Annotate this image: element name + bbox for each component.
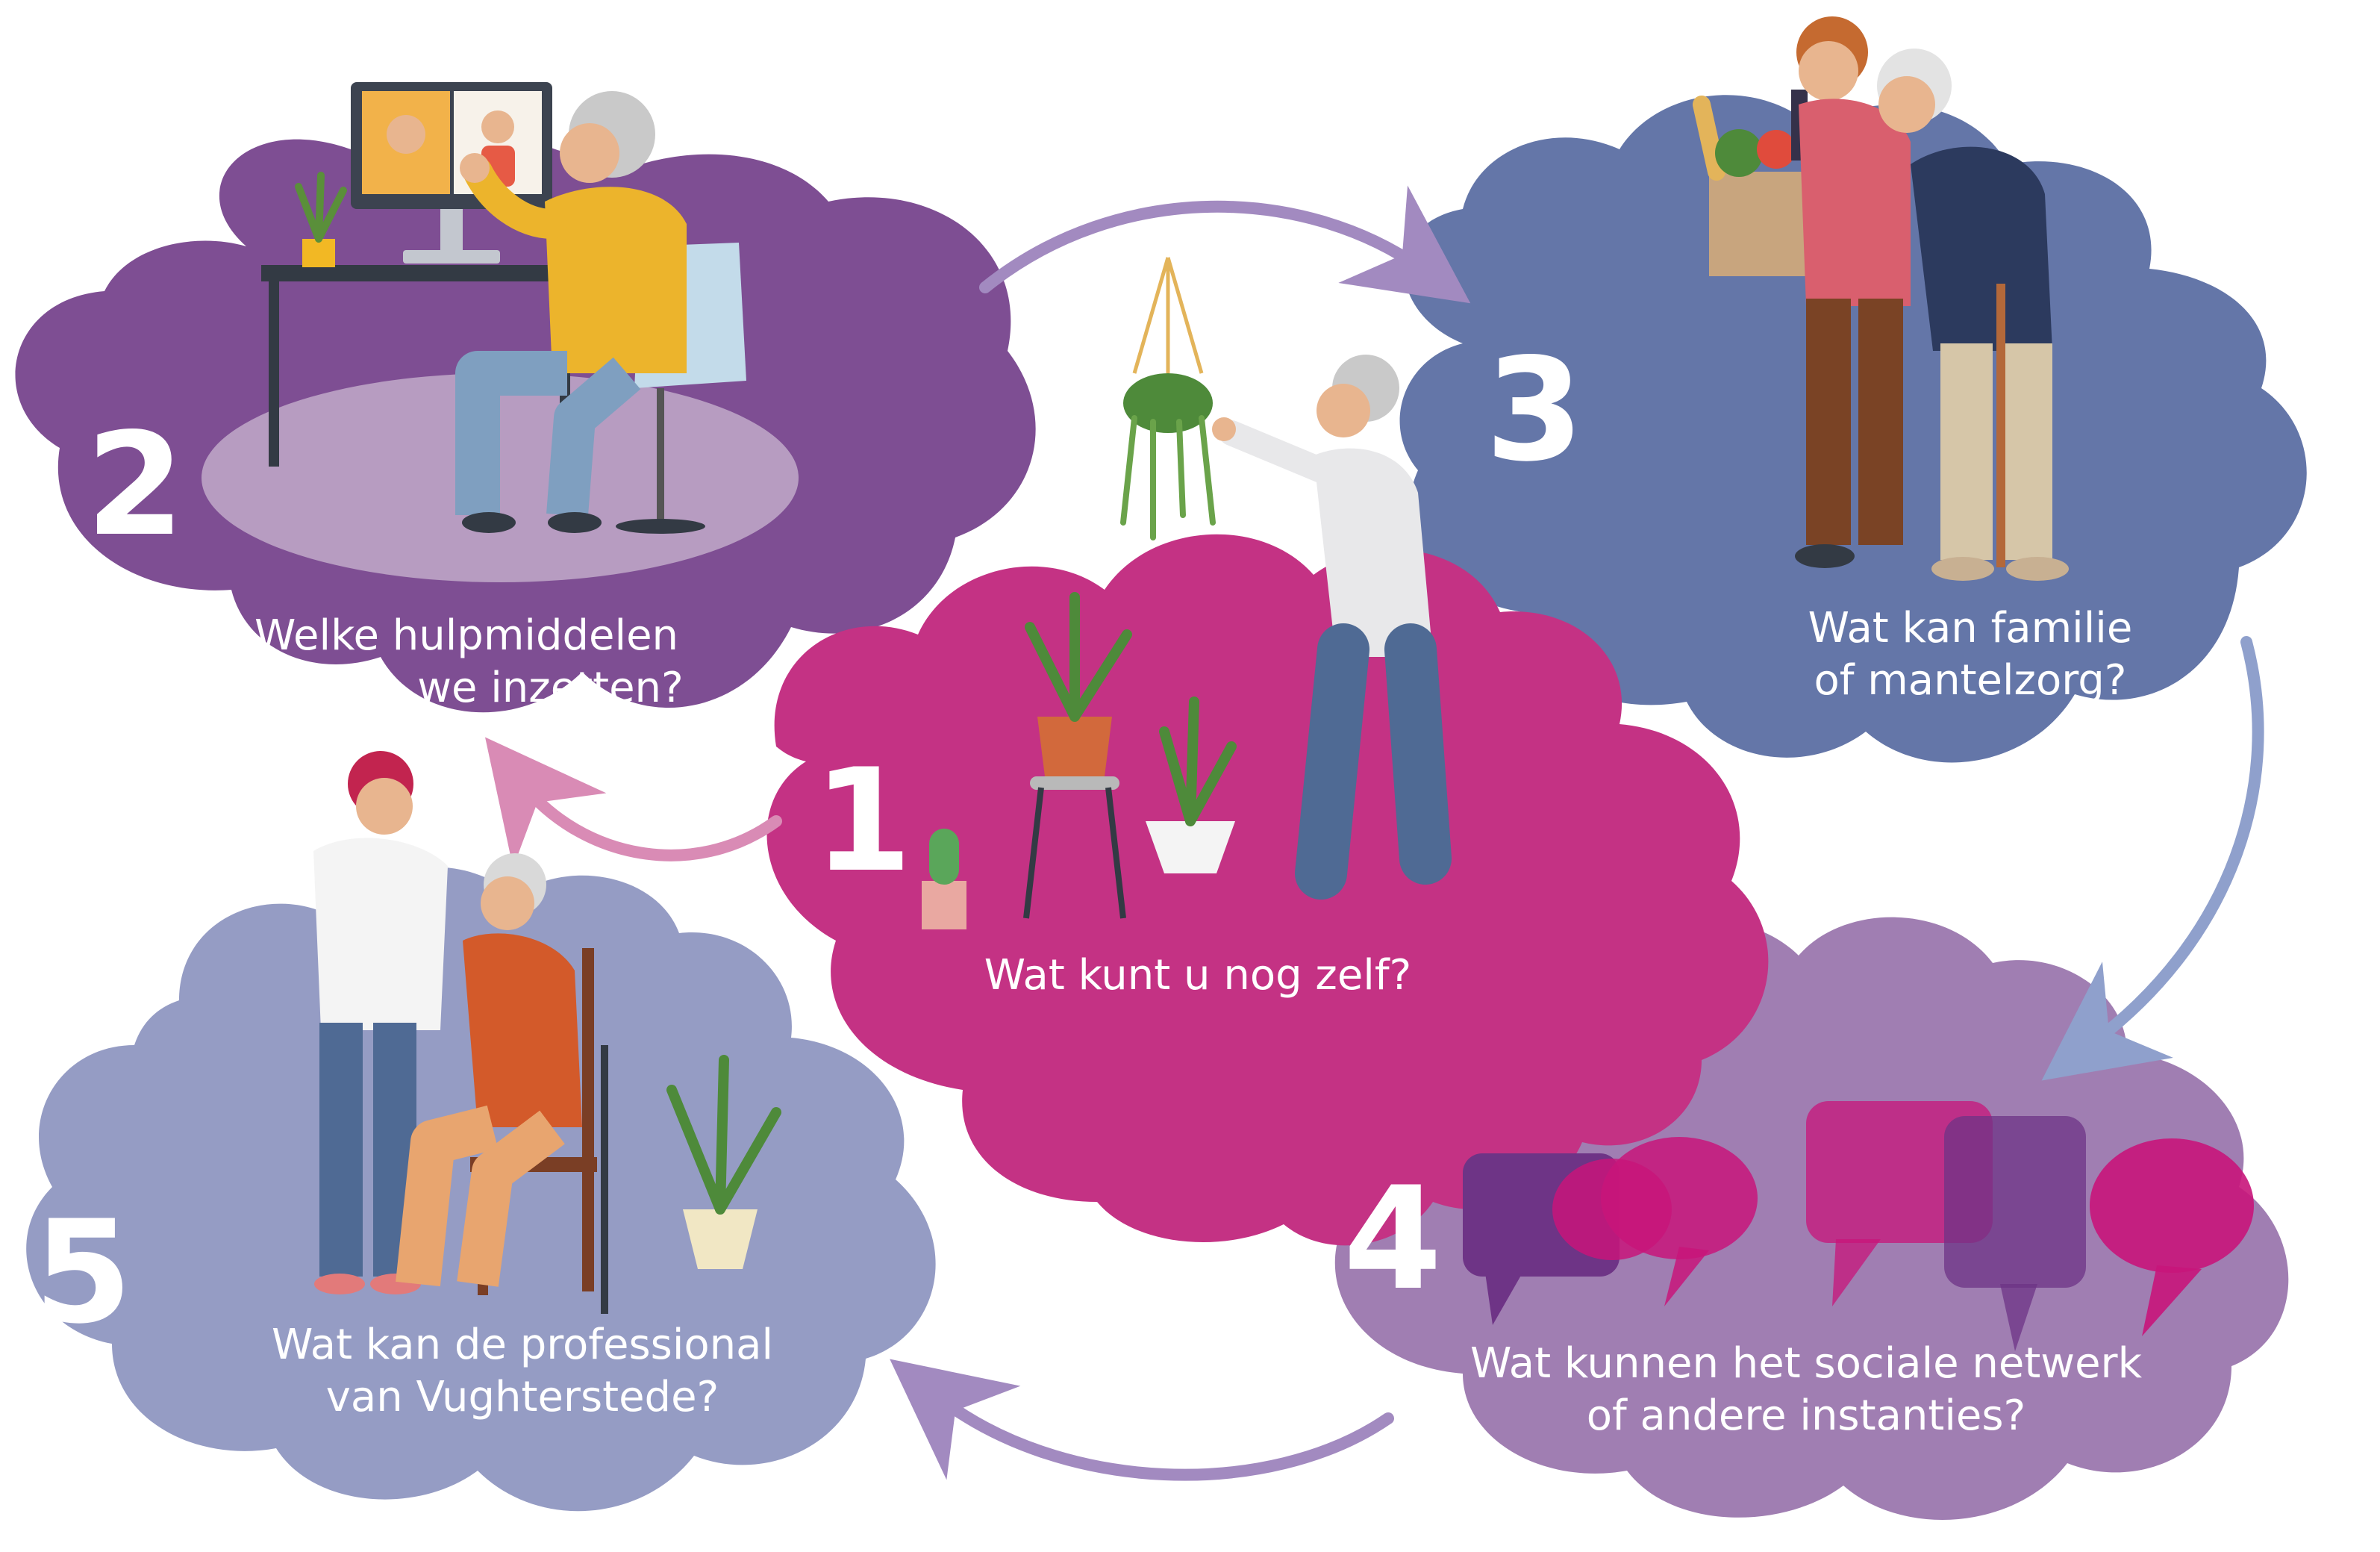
cycle-arrows [484, 185, 2264, 1481]
step-5-number: 5 [34, 1190, 132, 1355]
cloud-step-1 [766, 534, 1769, 1246]
step-5-question-line-1: Wat kan de professional [272, 1321, 773, 1369]
cloud-step-3 [1399, 95, 2307, 763]
step-4-number: 4 [1343, 1156, 1442, 1321]
step-2-question-line-2: kunnen we inzetten? [249, 664, 683, 712]
step-3-question-line-1: Wat kan familie [1808, 604, 2133, 652]
step-3-number: 3 [1485, 328, 1584, 493]
step-4-question-line-2: of andere instanties? [1587, 1391, 2026, 1440]
illustration-video-call [261, 82, 746, 534]
step-3-question-line-2: of mantelzorg? [1814, 656, 2126, 705]
arrow-1-to-2 [484, 737, 782, 868]
illustration-professional-care [313, 751, 781, 1314]
step-1-question-line-1: Wat kunt u nog zelf? [984, 951, 1412, 1000]
arrow-4-to-5 [890, 1359, 1394, 1481]
arrow-3-to-4 [2041, 636, 2264, 1081]
illustration-speech-bubbles [1463, 1101, 2254, 1351]
step-2-question-line-1: Welke hulpmiddelen [254, 611, 678, 660]
step-5-question-line-2: van Vughterstede? [326, 1373, 719, 1421]
illustration-groceries-help [1693, 16, 2069, 581]
illustration-plant-care [922, 257, 1452, 929]
arrow-2-to-3 [979, 185, 1471, 304]
step-4-question-line-1: Wat kunnen het sociale netwerk [1470, 1339, 2143, 1388]
step-1-number: 1 [813, 738, 912, 903]
step-2-number: 2 [86, 402, 184, 567]
